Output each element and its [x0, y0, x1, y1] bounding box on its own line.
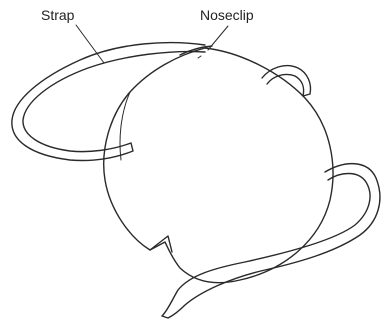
mask-cup	[104, 48, 333, 283]
noseclip-mark	[198, 56, 201, 58]
noseclip-label: Noseclip	[200, 7, 254, 23]
lower-strap	[162, 164, 380, 318]
strap-label: Strap	[41, 7, 74, 23]
strap-leader-line	[76, 25, 104, 63]
upper-strap	[12, 43, 205, 161]
